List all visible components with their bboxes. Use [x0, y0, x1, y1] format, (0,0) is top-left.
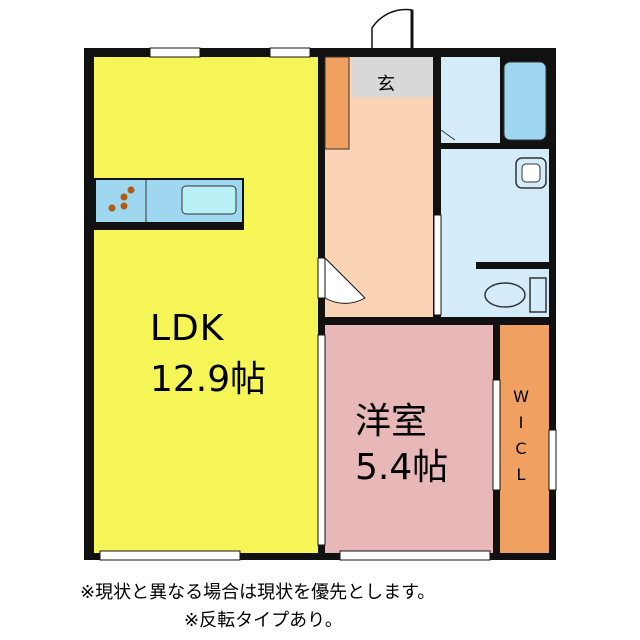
- window-ldk-top-2: [269, 47, 311, 58]
- door-swing-icon: [371, 8, 414, 48]
- ldk-label: LDK: [150, 308, 225, 349]
- wic-letter-w: W: [513, 387, 529, 406]
- disclaimer-note: ※現状と異なる場合は現状を優先とします。: [80, 582, 436, 603]
- window-wic: [548, 429, 557, 491]
- wic-letter-l: L: [516, 465, 526, 484]
- reversal-note: ※反転タイプあり。: [184, 610, 343, 631]
- stove-burner-icon: [108, 186, 135, 212]
- wic-letter-c: C: [515, 439, 527, 458]
- window-ldk-top-1: [149, 47, 201, 58]
- wic-letter-i: I: [518, 413, 524, 432]
- entrance-floor: [352, 57, 433, 97]
- toilet-icon: [484, 277, 547, 313]
- entrance-label: 玄: [377, 74, 395, 95]
- wic-door: [492, 379, 501, 491]
- western-room-floor: [325, 325, 493, 553]
- western-room-size: 5.4帖: [355, 447, 449, 488]
- western-room-label: 洋室: [355, 401, 428, 442]
- ldk-floor: [94, 57, 318, 553]
- kitchen-sink-icon: [181, 185, 237, 215]
- window-ldk-bottom: [99, 550, 241, 561]
- western-room-sliding-door: [317, 334, 326, 546]
- wic-floor: [500, 325, 549, 553]
- wic-label: W I C L: [507, 384, 535, 488]
- ldk-size: 12.9帖: [150, 359, 267, 400]
- window-western-bottom: [339, 550, 491, 561]
- shoe-cabinet: [324, 56, 350, 150]
- bathtub-icon: [503, 61, 547, 141]
